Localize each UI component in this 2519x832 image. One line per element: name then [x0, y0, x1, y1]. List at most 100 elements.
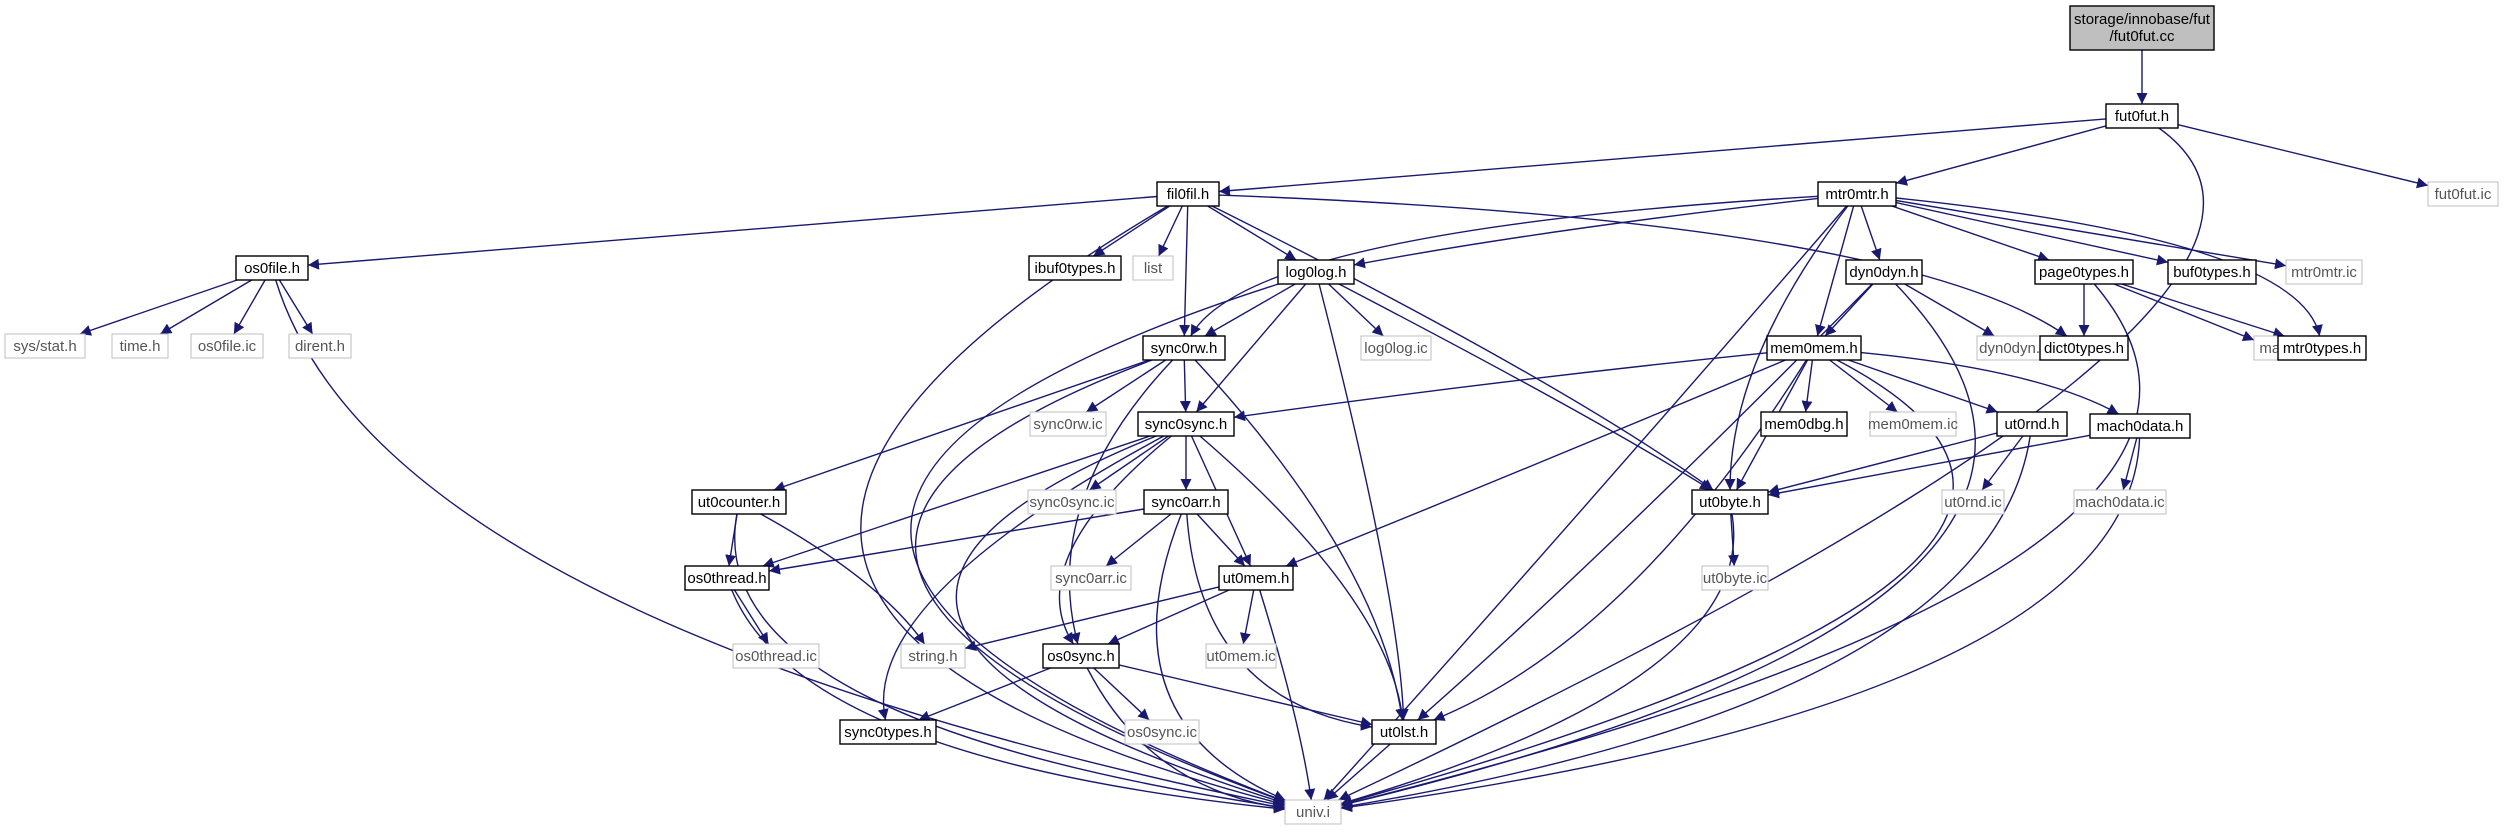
node-ut0byte-h[interactable]: ut0byte.h [1691, 489, 1769, 515]
node-label: storage/innobase/fut/fut0fut.cc [2074, 11, 2211, 45]
node-mtr0mtr-h[interactable]: mtr0mtr.h [1817, 181, 1897, 207]
node-ut0counter-h[interactable]: ut0counter.h [691, 489, 787, 515]
node-mtr0mtr-ic: mtr0mtr.ic [2285, 259, 2363, 285]
node-os0thread-ic: os0thread.ic [732, 643, 820, 669]
node-mtr0types-h[interactable]: mtr0types.h [2277, 335, 2367, 361]
node-sync0rw-h[interactable]: sync0rw.h [1142, 335, 1226, 361]
node-ut0rnd-h[interactable]: ut0rnd.h [1996, 411, 2068, 437]
node-label: ut0byte.h [1699, 494, 1761, 511]
edge-ut0rnd_h-to-univ_i [1340, 435, 2031, 812]
node-box [4, 333, 86, 359]
node-label: sync0rw.h [1151, 340, 1218, 357]
node-label: mem0mem.ic [1868, 416, 1959, 433]
node-ut0mem-h[interactable]: ut0mem.h [1218, 565, 1294, 591]
edge-fut0fut_h-to-fut0fut_ic [2177, 124, 2429, 189]
node-label: list [1144, 260, 1163, 277]
node-mem0dbg-h[interactable]: mem0dbg.h [1760, 411, 1848, 437]
node-sync0sync-ic: sync0sync.ic [1027, 489, 1117, 515]
node-box [1760, 411, 1848, 437]
edge-fil0fil_h-to-os0file_h [307, 195, 1158, 270]
edge-os0file_h-to-univ_i [275, 279, 1286, 810]
node-sync0types-h[interactable]: sync0types.h [839, 719, 937, 745]
node-sync0sync-h[interactable]: sync0sync.h [1137, 411, 1235, 437]
node-box [111, 333, 169, 359]
node-root[interactable]: storage/innobase/fut/fut0fut.cc [2069, 5, 2215, 51]
edge-fut0fut_h-to-fil0fil_h [1218, 118, 2107, 197]
edge-os0file_h-to-sys_stat_h [79, 279, 238, 336]
node-box [2105, 103, 2179, 129]
edge-page0types_h-to-map [2113, 283, 2255, 342]
node-box [288, 333, 352, 359]
edge-log0log_h-to-sync0sync_h [1195, 283, 1307, 413]
node-box [2277, 335, 2367, 361]
node-box [2167, 259, 2257, 285]
node-box [2089, 413, 2191, 439]
edge-ut0mem_h-to-string_h [964, 586, 1220, 652]
edge-os0sync_h-to-sync0types_h [918, 667, 1051, 722]
node-os0sync-h[interactable]: os0sync.h [1042, 643, 1120, 669]
node-box [1277, 259, 1355, 285]
edge-sync0arr_h-to-sync0arr_ic [1105, 513, 1172, 567]
node-box [839, 719, 937, 745]
node-dict0types-h[interactable]: dict0types.h [2039, 335, 2129, 361]
node-box [1691, 489, 1769, 515]
node-label: mem0mem.h [1770, 340, 1858, 357]
edge-mtr0mtr_h-to-mem0mem_h [1815, 205, 1855, 337]
node-box [1371, 719, 1437, 745]
node-os0thread-h[interactable]: os0thread.h [684, 565, 770, 591]
node-label: dyn0dyn.ic [1979, 340, 2051, 357]
node-label: page0types.h [2039, 264, 2129, 281]
edge-fut0fut_h-to-mtr0mtr_h [1895, 125, 2107, 186]
node-box [1050, 565, 1132, 591]
node-label: os0file.h [244, 260, 300, 277]
node-ibuf0types-h[interactable]: ibuf0types.h [1028, 255, 1122, 281]
edge-dyn0dyn_h-to-dyn0dyn_ic [1904, 283, 1995, 337]
node-label: log0log.ic [1364, 340, 1428, 357]
node-label: fut0fut.ic [2435, 186, 2492, 203]
node-fut0fut-h[interactable]: fut0fut.h [2105, 103, 2179, 129]
edge-os0file_h-to-os0file_ic [233, 279, 266, 335]
edge-ut0byte_h-to-ut0byte_ic [1727, 513, 1739, 567]
node-sync0arr-h[interactable]: sync0arr.h [1143, 489, 1229, 515]
node-label: sync0arr.h [1151, 494, 1220, 511]
edge-sync0sync_h-to-os0sync_h [1058, 435, 1172, 645]
node-mach0data-h[interactable]: mach0data.h [2089, 413, 2191, 439]
node-mem0mem-h[interactable]: mem0mem.h [1766, 335, 1862, 361]
node-box [1284, 799, 1342, 825]
node-label: ut0lst.h [1380, 724, 1428, 741]
node-label: dyn0dyn.h [1849, 264, 1918, 281]
edge-sync0sync_h-to-os0thread_h [762, 435, 1151, 568]
edge-sync0arr_h-to-ut0mem_h [1196, 513, 1246, 567]
node-time-h: time.h [111, 333, 169, 359]
node-dyn0dyn-h[interactable]: dyn0dyn.h [1845, 259, 1923, 285]
edge-page0types_h-to-mtr0types_h [2121, 283, 2285, 338]
edge-mtr0mtr_h-to-page0types_h [1891, 205, 2050, 262]
node-box [2285, 259, 2363, 285]
node-label: os0sync.ic [1127, 724, 1198, 741]
node-box [1845, 259, 1923, 285]
node-box [732, 643, 820, 669]
edge-os0file_h-to-time_h [159, 279, 253, 335]
edge-page0types_h-to-univ_i [1340, 283, 2141, 808]
node-label: mach0data.ic [2075, 494, 2165, 511]
node-univ-i: univ.i [1284, 799, 1342, 825]
edge-mtr0mtr_h-to-log0log_h [1353, 197, 1819, 269]
node-sync0rw-ic: sync0rw.ic [1029, 411, 1107, 437]
node-label: time.h [120, 338, 161, 355]
node-label: ibuf0types.h [1035, 260, 1116, 277]
edge-os0sync_h-to-univ_i [1086, 667, 1286, 813]
edge-mach0data_h-to-mach0data_ic [2120, 437, 2138, 491]
node-box [1028, 255, 1122, 281]
node-label: os0thread.h [687, 570, 766, 587]
edge-fil0fil_h-to-sync0rw_h [1179, 205, 1191, 337]
node-log0log-h[interactable]: log0log.h [1277, 259, 1355, 285]
node-os0file-h[interactable]: os0file.h [235, 255, 309, 281]
node-ut0lst-h[interactable]: ut0lst.h [1371, 719, 1437, 745]
node-buf0types-h[interactable]: buf0types.h [2167, 259, 2257, 285]
node-box [2069, 5, 2215, 51]
node-label: univ.i [1296, 804, 1330, 821]
node-fil0fil-h[interactable]: fil0fil.h [1156, 181, 1220, 207]
edge-ut0rnd_h-to-ut0rnd_ic [1981, 435, 2024, 491]
node-page0types-h[interactable]: page0types.h [2034, 259, 2134, 285]
edge-os0sync_h-to-os0sync_ic [1093, 667, 1150, 721]
